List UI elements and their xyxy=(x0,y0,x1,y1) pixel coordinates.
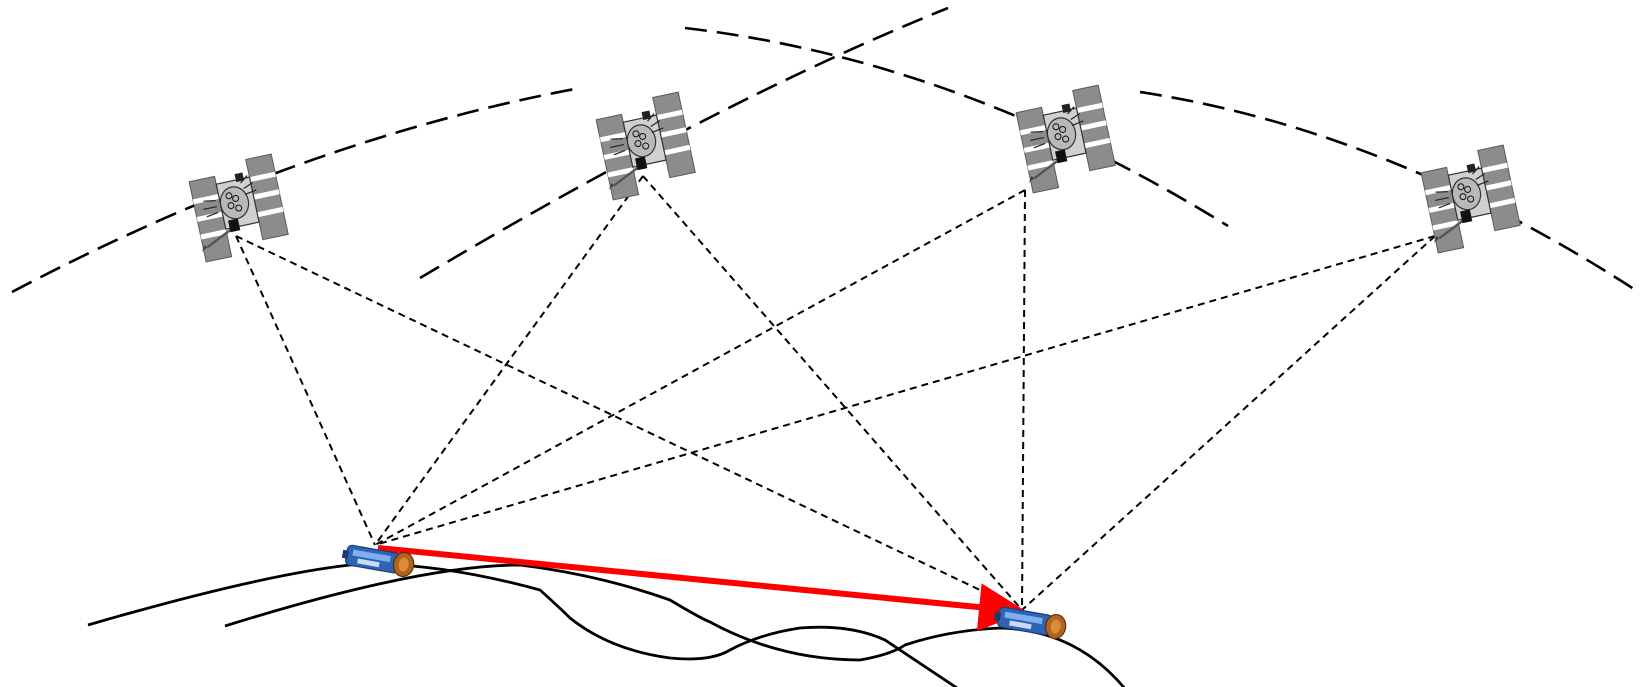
orbit-paths xyxy=(11,6,1641,295)
signal-lines xyxy=(235,175,1436,611)
satellite-2 xyxy=(590,90,699,202)
signal-line xyxy=(235,235,1023,611)
satellite-3 xyxy=(1010,83,1119,195)
ground-tracks xyxy=(87,562,1126,687)
satellite-icon xyxy=(1010,83,1119,195)
signal-line xyxy=(235,235,376,546)
signal-line xyxy=(374,189,1026,546)
ground-track xyxy=(224,563,1126,687)
baseline-vector xyxy=(377,545,1027,632)
signal-line xyxy=(642,175,1023,611)
gps-receiver-icon xyxy=(339,541,417,579)
signal-line xyxy=(374,175,644,546)
orbit-path-3 xyxy=(684,26,1229,228)
signal-line xyxy=(374,235,1436,546)
satellite-1 xyxy=(183,152,292,264)
satellite-icon xyxy=(590,90,699,202)
orbit-path-4 xyxy=(1139,90,1641,295)
receiver-b xyxy=(991,603,1069,641)
orbit-path-2 xyxy=(419,6,949,280)
ground-track xyxy=(87,562,959,687)
gps-receiver-icon xyxy=(991,603,1069,641)
signal-line xyxy=(1021,235,1436,611)
orbit-path-1 xyxy=(11,86,581,294)
receiver-a xyxy=(339,541,417,579)
satellite-icon xyxy=(183,152,292,264)
signal-line xyxy=(1021,189,1026,611)
